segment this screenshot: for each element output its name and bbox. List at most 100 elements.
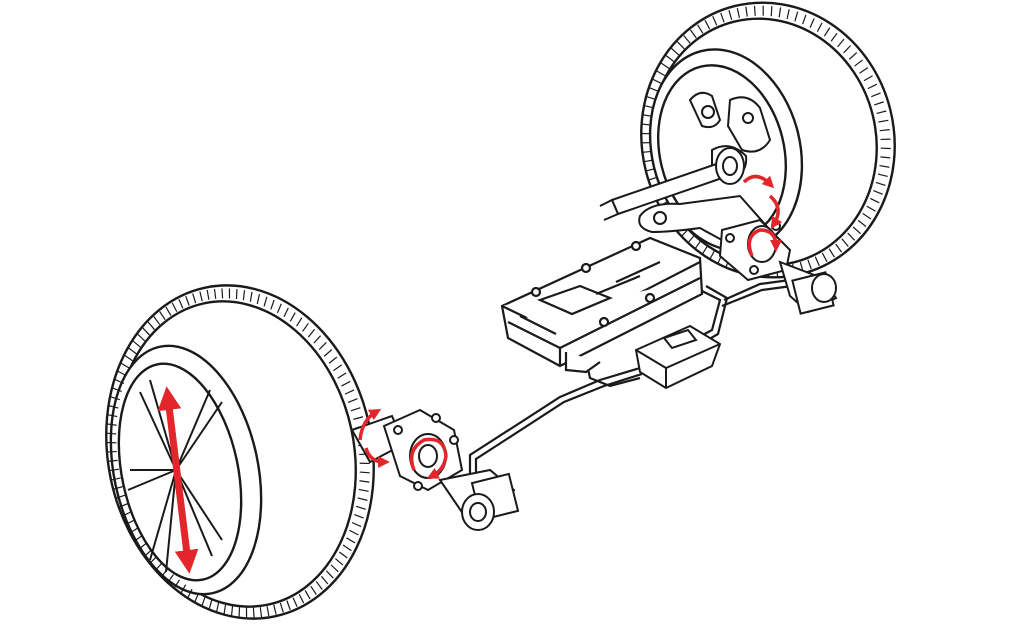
front-tread-rib xyxy=(279,602,284,613)
front-tread-rib xyxy=(342,544,352,552)
rear-tread-rib xyxy=(786,9,790,20)
front-tread-rib xyxy=(307,328,316,338)
front-tread-rib xyxy=(296,317,303,327)
vertical-wheel-travel-arrow xyxy=(157,386,199,574)
rear-actuator-ring-arrow xyxy=(747,228,782,257)
front-tread-rib xyxy=(118,503,129,508)
rear-tread-rib xyxy=(823,27,831,37)
front-tread-rib xyxy=(194,592,200,603)
front-tread-rib xyxy=(350,407,361,412)
front-tread-rib xyxy=(252,607,255,618)
front-tread-rib xyxy=(208,599,213,610)
front-tread-rib xyxy=(298,593,305,604)
rear-tread-rib xyxy=(642,150,653,153)
rear-tread-rib xyxy=(879,164,890,168)
rear-tread-rib xyxy=(697,24,704,34)
front-tread-rib xyxy=(199,291,203,302)
front-tread-rib xyxy=(315,581,323,590)
rear-actuator-rotation-lower-arrow xyxy=(768,194,783,230)
front-tread-rib xyxy=(230,605,234,616)
front-tread-rib xyxy=(106,423,117,426)
rear-tread-rib xyxy=(794,11,799,22)
rear-tread-rib xyxy=(701,245,709,255)
front-tread-rib xyxy=(259,607,263,618)
front-tread-rib xyxy=(124,354,134,362)
front-tread-rib xyxy=(334,558,344,566)
front-tread-rib xyxy=(125,519,135,526)
rear-tread-rib xyxy=(676,41,685,50)
control-unit xyxy=(500,236,704,374)
rear-tread-rib xyxy=(652,78,662,85)
front-tread-rib xyxy=(153,316,161,325)
rear-tread-rib xyxy=(873,189,883,195)
rear-tread-rib xyxy=(648,176,658,181)
rear-tread-rib xyxy=(643,159,654,163)
front-tread-rib xyxy=(117,370,127,377)
front-tread-rib xyxy=(328,356,338,364)
rear-tread-rib xyxy=(854,59,863,67)
rear-tread-rib xyxy=(837,38,845,48)
rear-tread-rib xyxy=(642,114,653,118)
rear-tread-rib xyxy=(728,10,733,20)
front-tread-rib xyxy=(353,416,364,420)
front-tread-rib xyxy=(114,378,125,385)
front-tread-rib xyxy=(115,494,126,499)
front-tread-rib xyxy=(256,293,261,304)
front-tread-rib xyxy=(223,604,227,615)
rear-tread-rib xyxy=(802,14,807,25)
rear-tread-rib xyxy=(704,19,711,30)
front-tread-rib xyxy=(321,575,329,585)
front-tread-rib xyxy=(359,471,370,474)
front-tread-rib xyxy=(120,362,130,369)
rear-tread-rib xyxy=(689,29,697,39)
front-tread-rib xyxy=(107,459,118,462)
front-tread-rib xyxy=(310,585,317,595)
front-tread-rib xyxy=(286,600,291,611)
front-tread-rib xyxy=(351,521,362,528)
front-tread-rib xyxy=(128,347,137,355)
front-tread-rib xyxy=(358,488,369,492)
rear-tread-rib xyxy=(809,18,815,28)
rear-tread-rib xyxy=(848,52,858,60)
front-tread-rib xyxy=(215,602,220,613)
front-tread-rib xyxy=(206,289,210,300)
front-tread-rib xyxy=(344,389,355,395)
rear-tread-rib xyxy=(745,6,748,17)
rear-tread-rib xyxy=(866,205,876,212)
rear-tread-rib xyxy=(852,226,861,235)
front-tread-rib xyxy=(330,564,339,573)
rear-tread-rib xyxy=(843,45,852,54)
front-tread-rib xyxy=(357,497,368,501)
front-tread-rib xyxy=(325,570,334,579)
front-tread-rib xyxy=(249,291,253,302)
front-tread-rib xyxy=(112,486,123,490)
rear-tread-rib xyxy=(736,7,740,18)
rear-tread-rib xyxy=(862,212,872,220)
front-tread-rib xyxy=(173,579,180,589)
front-tread-rib xyxy=(142,327,151,336)
rear-tread-rib xyxy=(828,248,835,258)
front-tread-rib xyxy=(355,505,366,510)
front-tread-rib xyxy=(347,398,358,403)
front-tread-rib xyxy=(313,335,322,344)
front-tread-rib xyxy=(304,590,311,600)
rear-tread-rib xyxy=(876,110,887,115)
front-tread-rib xyxy=(263,296,268,307)
rear-tread-rib xyxy=(863,75,873,82)
rear-tread-rib xyxy=(821,252,828,263)
front-tread-rib xyxy=(121,511,132,517)
front-tread-rib xyxy=(149,556,158,564)
rear-tread-rib xyxy=(830,32,838,42)
front-tread-rib xyxy=(354,513,364,519)
front-tread-rib xyxy=(107,414,118,418)
front-tread-rib xyxy=(323,349,333,357)
front-tread-rib xyxy=(337,372,347,379)
rear-tread-rib xyxy=(649,87,659,93)
front-tread-rib xyxy=(273,604,277,615)
front-tread-rib xyxy=(349,529,359,536)
front-tread-rib xyxy=(276,303,282,314)
front-actuator-rotation-upper-arrow xyxy=(358,409,382,441)
rear-actuator-rotation-upper-arrow xyxy=(742,174,775,189)
